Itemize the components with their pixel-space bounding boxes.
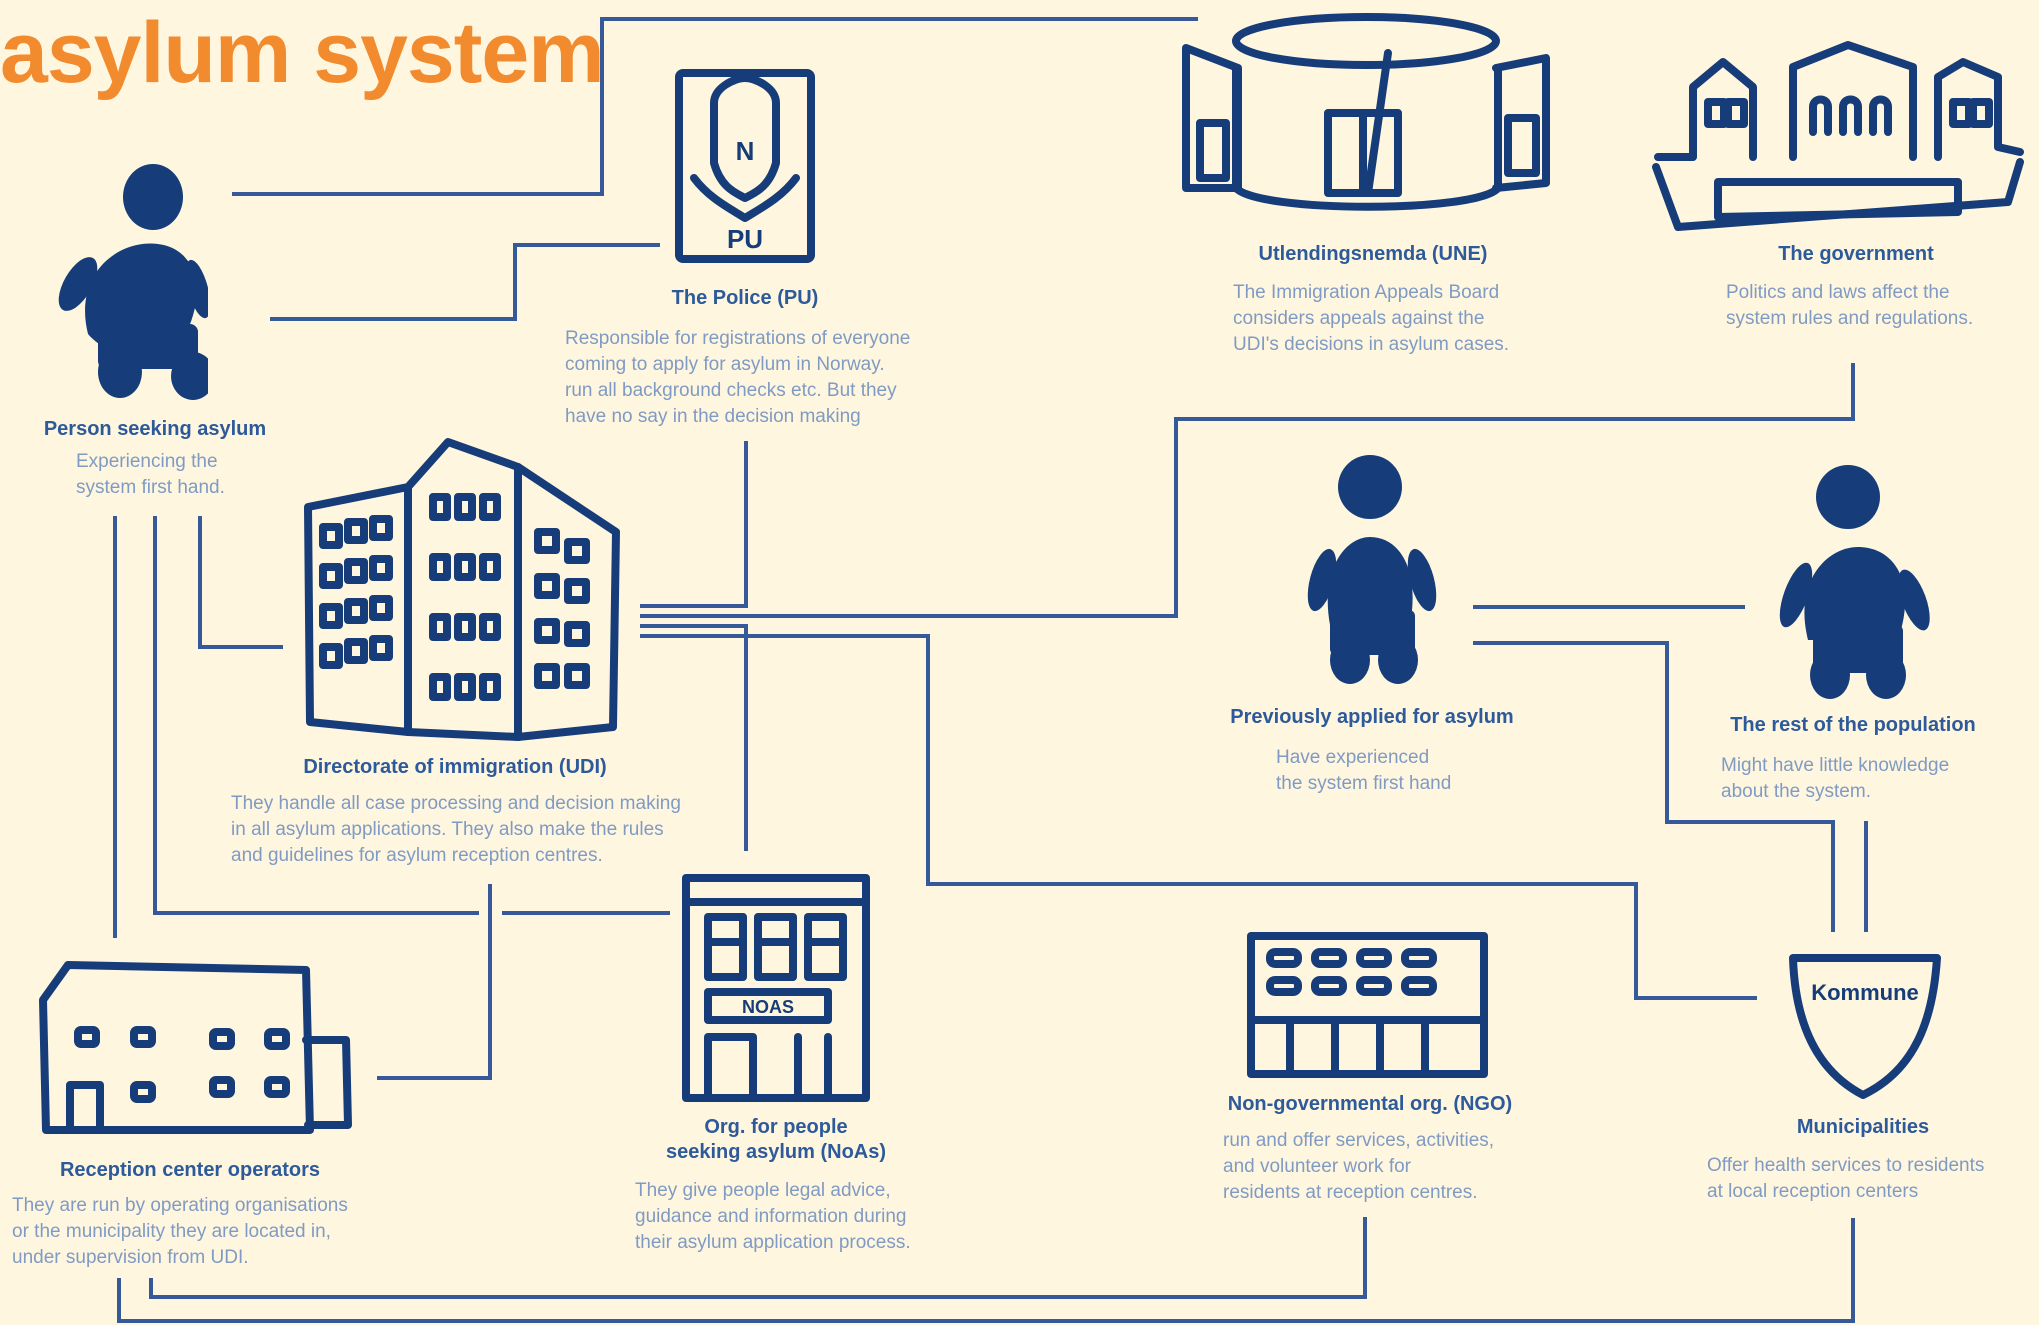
- desc-line: system rules and regulations.: [1726, 308, 1974, 329]
- desc-line: Offer health services to residents: [1707, 1155, 1985, 1176]
- desc-line: coming to apply for asylum in Norway.: [565, 354, 885, 375]
- une-desc: The Immigration Appeals Board considers …: [1233, 280, 1553, 358]
- desc-line: at local reception centers: [1707, 1181, 1919, 1202]
- previous-title: Previously applied for asylum: [1230, 706, 1514, 728]
- connector-person-une: [232, 17, 1198, 196]
- desc-line: Have experienced: [1276, 747, 1430, 768]
- connector-person-police: [270, 243, 660, 321]
- person-desc: Experiencing the system first hand.: [76, 449, 286, 501]
- noas-title: Org. for people seeking asylum (NoAs): [626, 1115, 926, 1165]
- desc-line: or the municipality they are located in,: [12, 1221, 331, 1242]
- noas-sign-label: NOAS: [742, 997, 794, 1017]
- desc-line: in all asylum applications. They also ma…: [231, 819, 664, 840]
- connector-udi-municipalities: [640, 634, 1757, 1000]
- police-desc: Responsible for registrations of everyon…: [565, 326, 965, 430]
- desc-line: about the system.: [1721, 781, 1871, 802]
- appeals-board-building-icon: [1178, 8, 1552, 226]
- connector-police-udi: [640, 441, 748, 608]
- person-icon: [1300, 455, 1442, 685]
- police-badge-icon: N PU: [674, 68, 816, 264]
- connector-previous-municipalities: [1473, 641, 1835, 932]
- desc-line: their asylum application process.: [635, 1232, 911, 1253]
- udi-title: Directorate of immigration (UDI): [303, 756, 607, 778]
- desc-line: They give people legal advice,: [635, 1180, 891, 1201]
- municipality-shield-icon: Kommune: [1785, 950, 1945, 1102]
- connector-government-udi: [640, 363, 1855, 618]
- noas-desc: They give people legal advice, guidance …: [635, 1178, 975, 1256]
- police-title: The Police (PU): [671, 287, 819, 309]
- person-title: Person seeking asylum: [43, 418, 267, 440]
- desc-line: residents at reception centres.: [1223, 1182, 1478, 1203]
- government-desc: Politics and laws affect the system rule…: [1726, 280, 2016, 332]
- desc-line: They are run by operating organisations: [12, 1195, 348, 1216]
- desc-line: and volunteer work for: [1223, 1156, 1411, 1177]
- connector-person-udi: [198, 516, 283, 649]
- desc-line: considers appeals against the: [1233, 308, 1485, 329]
- reception-center-icon: [38, 960, 354, 1135]
- connector-udi-reception: [377, 884, 492, 1080]
- previous-desc: Have experienced the system first hand: [1276, 745, 1516, 797]
- desc-line: They handle all case processing and deci…: [231, 793, 681, 814]
- connector-person-noas: [153, 516, 479, 915]
- desc-line: Responsible for registrations of everyon…: [565, 328, 911, 349]
- desc-line: Might have little knowledge: [1721, 755, 1950, 776]
- reception-desc: They are run by operating organisations …: [12, 1193, 392, 1271]
- connector-municipalities-reception: [117, 1218, 1855, 1323]
- page-title: asylum system: [0, 5, 605, 101]
- person-icon: [1778, 465, 1932, 701]
- svg-text:N: N: [736, 136, 755, 166]
- ngo-building-icon: [1245, 930, 1490, 1080]
- title-line: seeking asylum (NoAs): [665, 1141, 887, 1163]
- desc-line: UDI's decisions in asylum cases.: [1233, 334, 1510, 355]
- municipalities-title: Municipalities: [1796, 1116, 1930, 1138]
- desc-line: have no say in the decision making: [565, 406, 861, 427]
- connector-ngo-reception: [149, 1217, 1367, 1299]
- desc-line: and guidelines for asylum reception cent…: [231, 845, 603, 866]
- government-title: The government: [1778, 243, 1934, 265]
- government-building-icon: [1648, 37, 2028, 249]
- title-line: Org. for people: [704, 1116, 848, 1138]
- reception-title: Reception center operators: [59, 1159, 321, 1181]
- desc-line: Politics and laws affect the: [1726, 282, 1950, 303]
- une-title: Utlendingsnemda (UNE): [1258, 243, 1488, 265]
- desc-line: Experiencing the: [76, 451, 218, 472]
- desc-line: run and offer services, activities,: [1223, 1130, 1495, 1151]
- desc-line: the system first hand: [1276, 773, 1452, 794]
- population-title: The rest of the population: [1730, 714, 1976, 736]
- person-icon: [58, 164, 215, 400]
- police-badge-label: PU: [727, 224, 763, 254]
- ngo-title: Non-governmental org. (NGO): [1227, 1093, 1513, 1115]
- desc-line: system first hand.: [76, 477, 225, 498]
- kommune-sign-label: Kommune: [1811, 980, 1919, 1005]
- udi-desc: They handle all case processing and deci…: [231, 791, 731, 869]
- connector-udi-noas: [640, 624, 748, 851]
- desc-line: run all background checks etc. But they: [565, 380, 897, 401]
- desc-line: The Immigration Appeals Board: [1233, 282, 1500, 303]
- population-desc: Might have little knowledge about the sy…: [1721, 753, 2011, 805]
- noas-building-icon: NOAS: [678, 872, 874, 1104]
- ngo-desc: run and offer services, activities, and …: [1223, 1128, 1523, 1206]
- municipalities-desc: Offer health services to residents at lo…: [1707, 1153, 2027, 1205]
- desc-line: under supervision from UDI.: [12, 1247, 249, 1268]
- office-tower-icon: [298, 427, 622, 745]
- desc-line: guidance and information during: [635, 1206, 907, 1227]
